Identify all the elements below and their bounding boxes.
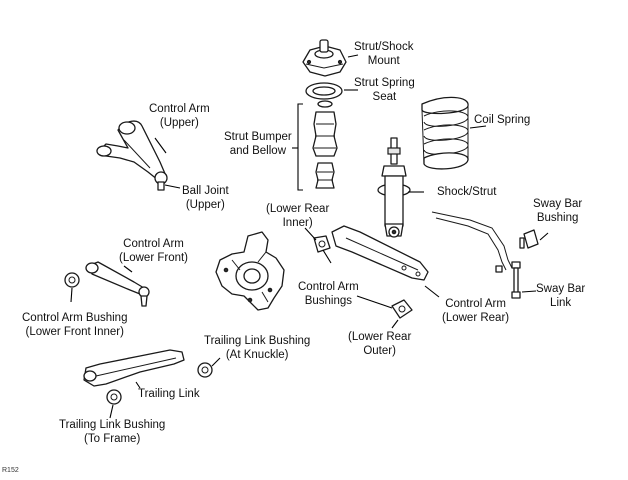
label-strut-mount-line1: Strut/Shock bbox=[354, 41, 414, 53]
label-coil-spring-line1: Coil Spring bbox=[474, 114, 531, 126]
label-ball-joint-upper-line1: Ball Joint bbox=[182, 185, 229, 197]
label-lower-rear-inner-line2: Inner) bbox=[282, 217, 313, 229]
label-strut-bumper-line2: and Bellow bbox=[229, 145, 286, 157]
label-sway-bar-bushing-line1: Sway Bar bbox=[533, 198, 583, 210]
figure-id: R152 bbox=[2, 467, 19, 474]
strut-bumper-bellow-part bbox=[312, 100, 338, 189]
trailing-link-part bbox=[83, 349, 213, 405]
label-control-arm-bushing-lower-front-inner-line1: Control Arm Bushing bbox=[22, 312, 128, 324]
label-coil-spring: Coil Spring bbox=[474, 113, 530, 127]
label-trailing-link: Trailing Link bbox=[138, 387, 200, 401]
lower-rear-control-arm-part bbox=[313, 225, 429, 319]
label-trailing-link-bushing-knuckle-line2: (At Knuckle) bbox=[225, 349, 289, 361]
label-sway-bar-link: Sway Bar Link bbox=[536, 282, 585, 310]
label-strut-spring-seat-line2: Seat bbox=[372, 91, 397, 103]
upper-control-arm-part bbox=[96, 120, 168, 191]
label-ball-joint-upper-line2: (Upper) bbox=[185, 199, 225, 211]
label-sway-bar-bushing: Sway Bar Bushing bbox=[533, 197, 582, 225]
label-control-arm-upper-line1: Control Arm bbox=[149, 103, 210, 115]
label-control-arm-lower-rear: Control Arm (Lower Rear) bbox=[442, 297, 509, 325]
strut-spring-seat-part bbox=[305, 82, 343, 100]
label-strut-bumper-line1: Strut Bumper bbox=[224, 131, 292, 143]
strut-mount-part bbox=[302, 39, 347, 77]
label-control-arm-bushings-line1: Control Arm bbox=[298, 281, 359, 293]
label-control-arm-upper-line2: (Upper) bbox=[159, 117, 199, 129]
label-strut-mount-line2: Mount bbox=[367, 55, 400, 67]
label-control-arm-bushings-line2: Bushings bbox=[304, 295, 353, 307]
label-control-arm-lower-front-line1: Control Arm bbox=[123, 238, 184, 250]
label-control-arm-lower-front: Control Arm (Lower Front) bbox=[119, 237, 188, 265]
label-lower-rear-inner: (Lower Rear Inner) bbox=[266, 202, 329, 230]
label-trailing-link-line1: Trailing Link bbox=[138, 388, 200, 400]
label-control-arm-lower-front-line2: (Lower Front) bbox=[119, 252, 189, 264]
label-shock-strut: Shock/Strut bbox=[437, 185, 496, 199]
coil-spring-part bbox=[421, 96, 469, 170]
shock-strut-part bbox=[377, 137, 411, 238]
label-sway-bar-bushing-line2: Bushing bbox=[536, 212, 579, 224]
label-strut-spring-seat: Strut Spring Seat bbox=[354, 76, 415, 104]
label-strut-mount: Strut/Shock Mount bbox=[354, 40, 413, 68]
label-trailing-link-bushing-knuckle-line1: Trailing Link Bushing bbox=[204, 335, 311, 347]
label-control-arm-bushing-lower-front-inner-line2: (Lower Front Inner) bbox=[25, 326, 124, 338]
label-lower-rear-inner-line1: (Lower Rear bbox=[266, 203, 330, 215]
label-strut-spring-seat-line1: Strut Spring bbox=[354, 77, 415, 89]
label-control-arm-upper: Control Arm (Upper) bbox=[149, 102, 210, 130]
label-strut-bumper: Strut Bumper and Bellow bbox=[224, 130, 292, 158]
label-trailing-link-bushing-frame-line1: Trailing Link Bushing bbox=[59, 419, 166, 431]
steering-knuckle-part bbox=[215, 231, 285, 311]
label-trailing-link-bushing-knuckle: Trailing Link Bushing (At Knuckle) bbox=[204, 334, 310, 362]
label-control-arm-lower-rear-line2: (Lower Rear) bbox=[442, 312, 510, 324]
label-sway-bar-link-line2: Link bbox=[550, 297, 572, 309]
label-lower-rear-outer-line2: Outer) bbox=[363, 345, 396, 357]
label-trailing-link-bushing-frame: Trailing Link Bushing (To Frame) bbox=[59, 418, 165, 446]
label-sway-bar-link-line1: Sway Bar bbox=[536, 283, 586, 295]
label-lower-rear-outer-line1: (Lower Rear bbox=[348, 331, 412, 343]
label-control-arm-bushing-lower-front-inner: Control Arm Bushing (Lower Front Inner) bbox=[22, 311, 127, 339]
label-control-arm-bushings: Control Arm Bushings bbox=[298, 280, 359, 308]
leader-lines bbox=[70, 54, 549, 419]
label-ball-joint-upper: Ball Joint (Upper) bbox=[182, 184, 229, 212]
label-control-arm-lower-rear-line1: Control Arm bbox=[445, 298, 506, 310]
label-shock-strut-line1: Shock/Strut bbox=[437, 186, 497, 198]
sway-bar-part bbox=[431, 211, 539, 299]
label-lower-rear-outer: (Lower Rear Outer) bbox=[348, 330, 411, 358]
label-trailing-link-bushing-frame-line2: (To Frame) bbox=[84, 433, 141, 445]
lower-front-control-arm-part bbox=[64, 261, 150, 307]
